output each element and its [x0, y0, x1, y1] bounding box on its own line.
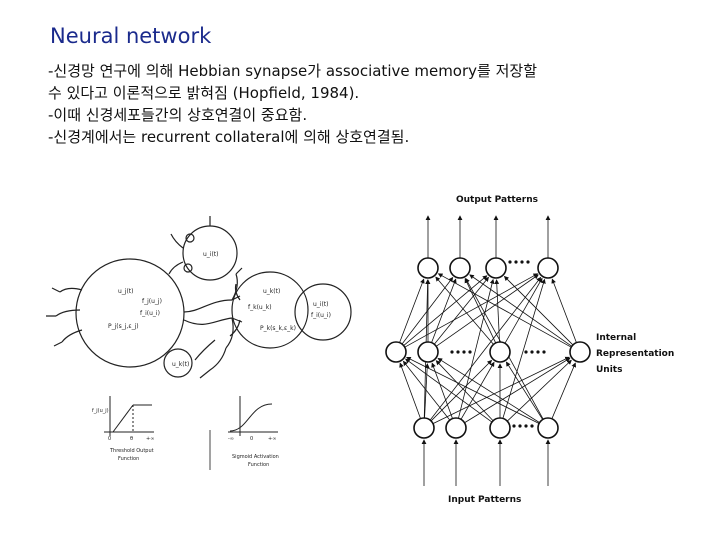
- connection-edge: [433, 276, 489, 345]
- input-node: [445, 417, 467, 439]
- connection-edge: [460, 361, 495, 420]
- bullet-line: -신경계에서는 recurrent collateral에 의해 상호연결됨.: [48, 128, 410, 146]
- connection-edge: [429, 276, 542, 421]
- connection-edge: [505, 361, 543, 420]
- connection-edge: [551, 278, 577, 343]
- connection-edge: [432, 356, 570, 424]
- neuron-label: f_i(u_i): [311, 312, 331, 319]
- neuron-label: P_k(s_k,ε_k): [260, 325, 296, 332]
- ellipsis-dot: [456, 350, 460, 354]
- neuron-label: u_i(t): [313, 301, 329, 308]
- ellipsis-dot: [462, 350, 466, 354]
- connection-edge: [437, 357, 540, 423]
- output-node: [537, 257, 559, 279]
- connection-edge: [435, 360, 494, 422]
- connection-edge: [431, 278, 457, 343]
- connection-edge: [403, 275, 488, 346]
- connection-edge: [504, 277, 543, 344]
- connection-edge: [404, 273, 539, 348]
- ellipsis-dot: [536, 350, 540, 354]
- connection-edge: [405, 358, 493, 423]
- hidden-node: [385, 341, 407, 363]
- ellipsis-dot: [468, 350, 472, 354]
- ellipsis-dot: [542, 350, 546, 354]
- graph-xtick: 0: [108, 436, 111, 442]
- ellipsis-dot: [518, 424, 522, 428]
- connection-edge: [435, 274, 539, 347]
- connection-edge: [469, 274, 573, 347]
- ellipsis-dot: [450, 350, 454, 354]
- slide-title: Neural network: [50, 24, 212, 48]
- ellipsis-dot: [514, 260, 518, 264]
- bullet-list: -신경망 연구에 의해 Hebbian synapse가 associative…: [48, 60, 688, 148]
- connection-edge: [435, 276, 494, 345]
- neuron-label: f_i(u_i): [140, 310, 160, 317]
- connection-edge: [402, 360, 451, 421]
- output-patterns-label: Output Patterns: [456, 195, 538, 205]
- ellipsis-dot: [530, 424, 534, 428]
- neuron-label: u_k(t): [172, 361, 189, 368]
- hidden-node: [417, 341, 439, 363]
- graph-xtick: +∞: [146, 436, 154, 442]
- connection-edge: [430, 359, 493, 422]
- neuron-center: [231, 271, 309, 349]
- graph-xtick: 0: [250, 436, 253, 442]
- connection-edge: [502, 278, 546, 419]
- hidden-node: [489, 341, 511, 363]
- ellipsis-dot: [512, 424, 516, 428]
- input-node: [413, 417, 435, 439]
- bullet-line: -이때 신경세포들간의 상호연결이 중요함.: [48, 106, 308, 124]
- connection-edge: [503, 275, 574, 346]
- neuron-left: [75, 258, 185, 368]
- connection-edge: [401, 276, 454, 345]
- output-node: [417, 257, 439, 279]
- connection-edge: [464, 357, 571, 424]
- connection-edge: [506, 359, 572, 422]
- connection-edge: [437, 273, 572, 348]
- graph-caption: Sigmoid Activation: [232, 454, 279, 460]
- output-node: [485, 257, 507, 279]
- neuron-label: f_k(u_k): [248, 304, 272, 311]
- input-node: [537, 417, 559, 439]
- hidden-node: [569, 341, 591, 363]
- hidden-units-label: Internal: [596, 333, 636, 343]
- connection-edge: [431, 362, 453, 419]
- neuron-bottom: [163, 348, 193, 378]
- neuron-right: [294, 283, 352, 341]
- hidden-units-label: Units: [596, 365, 622, 375]
- ellipsis-dot: [524, 424, 528, 428]
- graph-ylabel: f_j(u_j): [92, 408, 109, 414]
- input-patterns-label: Input Patterns: [448, 495, 521, 505]
- neuron-label: f_j(u_j): [142, 298, 162, 305]
- connection-edge: [464, 278, 497, 344]
- connection-edge: [399, 362, 421, 419]
- ellipsis-dot: [524, 350, 528, 354]
- ellipsis-dot: [530, 350, 534, 354]
- input-node: [489, 417, 511, 439]
- ellipsis-dot: [508, 260, 512, 264]
- graph-caption: Threshold Output: [109, 448, 154, 454]
- neuron-label: u_k(t): [263, 288, 280, 295]
- bullet-line: -신경망 연구에 의해 Hebbian synapse가 associative…: [48, 62, 537, 80]
- graph-xtick: θ: [130, 436, 133, 442]
- connection-edge: [458, 278, 495, 419]
- neuron-label: u_i(t): [203, 251, 219, 258]
- connection-edge: [424, 363, 430, 419]
- graph-caption: Function: [118, 456, 139, 462]
- output-node: [449, 257, 471, 279]
- neuron-label: P_j(s_j,ε_j): [108, 323, 139, 330]
- connection-edge: [406, 357, 540, 424]
- neuron-label: u_j(t): [118, 288, 134, 295]
- graph-caption: Function: [248, 462, 269, 468]
- ellipsis-dot: [526, 260, 530, 264]
- hidden-units-label: Representation: [596, 349, 674, 359]
- ellipsis-dot: [520, 260, 524, 264]
- connection-edge: [551, 362, 577, 419]
- connection-edge: [399, 278, 425, 343]
- graph-xtick: -∞: [228, 436, 234, 442]
- graph-xtick: +∞: [268, 436, 276, 442]
- bullet-line: 수 있다고 이론적으로 밝혀짐 (Hopfield, 1984).: [48, 84, 360, 102]
